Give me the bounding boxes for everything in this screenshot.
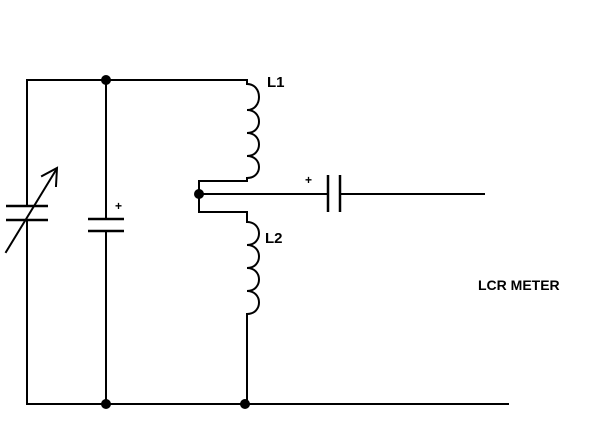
capacitor-series-plus: + bbox=[305, 173, 312, 187]
inductor-l2-label: L2 bbox=[265, 230, 283, 247]
junction-dot bbox=[240, 399, 250, 409]
top-wire bbox=[26, 79, 248, 107]
junction-dot bbox=[101, 399, 111, 409]
inductor-l1: L1 bbox=[246, 74, 285, 182]
inductor-l2: L2 bbox=[246, 211, 283, 405]
variable-capacitor bbox=[4, 79, 59, 405]
lcr-meter-label: LCR METER bbox=[478, 277, 560, 293]
junction-dot bbox=[101, 75, 111, 85]
capacitor-left: + bbox=[88, 79, 124, 405]
junction-dot bbox=[194, 189, 204, 199]
variable-arrowhead bbox=[40, 166, 59, 188]
inductor-l1-label: L1 bbox=[267, 74, 285, 91]
capacitor-series: + bbox=[305, 173, 485, 212]
capacitor-left-plus: + bbox=[115, 199, 122, 213]
